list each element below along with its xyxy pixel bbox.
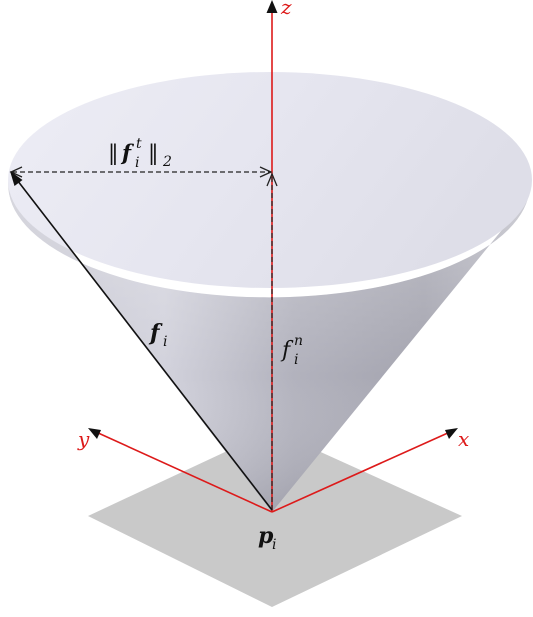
norm-two: 2	[162, 154, 172, 170]
x-axis-arrowhead	[445, 428, 458, 439]
z-axis-label: z	[280, 0, 292, 19]
z-axis-arrowhead	[266, 0, 278, 13]
pi-p: p	[258, 523, 274, 549]
force-label: f i	[148, 320, 167, 350]
force-vector-arrowhead	[10, 171, 23, 186]
fi-sub: i	[163, 334, 167, 350]
fin-sup: n	[294, 333, 303, 349]
fi-f: f	[148, 320, 163, 346]
norm-open-bars: ‖	[108, 141, 119, 166]
contact-point-label: p i	[258, 523, 276, 553]
x-axis-line	[271, 431, 451, 513]
cone-shading	[8, 172, 528, 512]
pi-sub: i	[272, 537, 276, 553]
normal-force-arrowhead	[266, 172, 278, 187]
y-axis-arrowhead	[88, 428, 101, 439]
force-vector-line	[13, 175, 273, 511]
tangent-arrowhead-right	[259, 166, 273, 178]
y-axis-label: y	[77, 427, 90, 451]
norm-sup: t	[136, 136, 142, 152]
norm-sub: i	[135, 155, 139, 171]
norm-close-bars: ‖	[148, 141, 159, 166]
fin-sub: i	[294, 352, 298, 368]
x-axis-label: x	[458, 427, 469, 451]
contact-plane	[88, 430, 462, 607]
y-axis-line	[95, 431, 273, 513]
